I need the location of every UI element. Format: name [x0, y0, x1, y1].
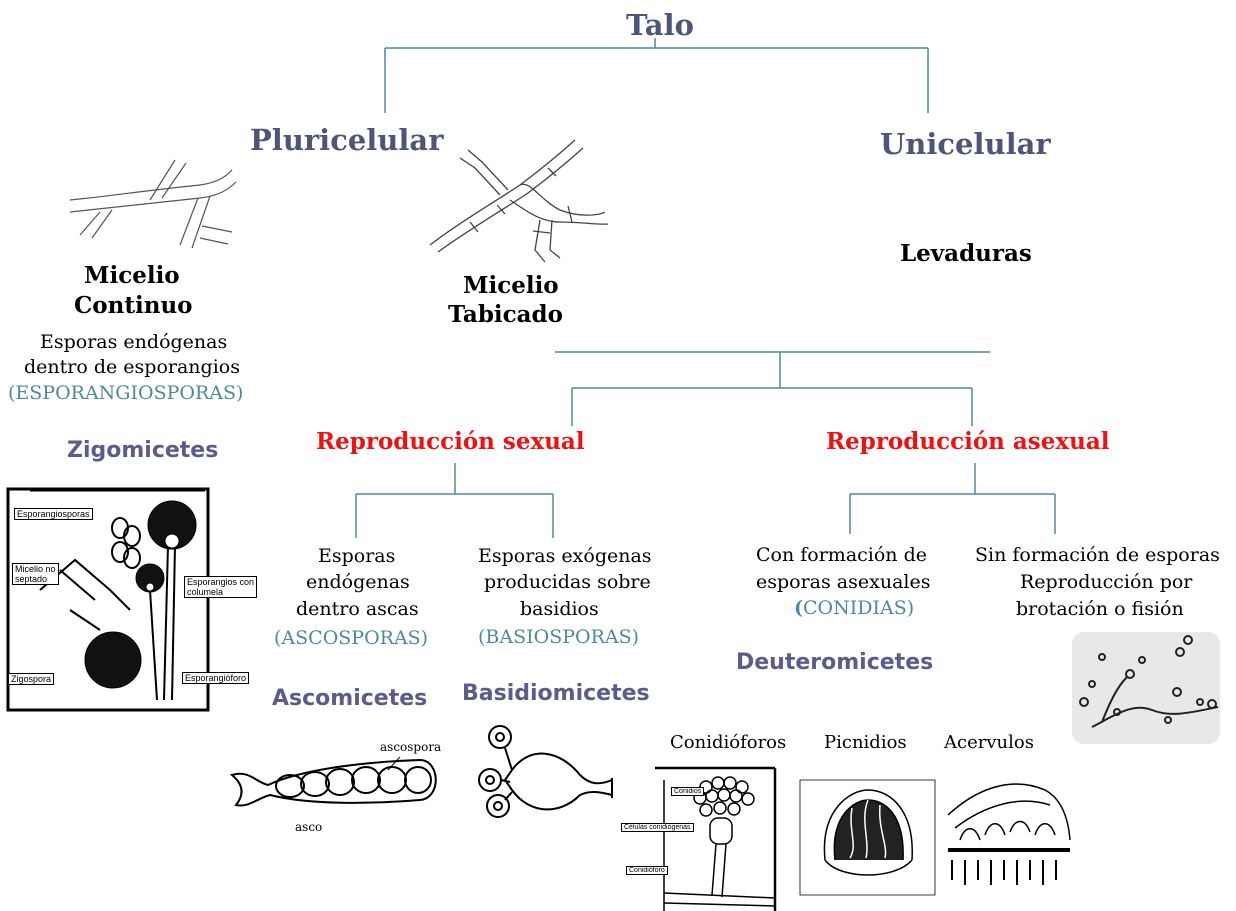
fig-label-asco: asco	[295, 820, 323, 834]
group-ascomicetes: Ascomicetes	[272, 686, 428, 711]
asco-desc-3: dentro ascas	[296, 598, 419, 620]
micelio-tabicado-drawing	[429, 139, 609, 263]
fig-label-esporangios-1: Esporangios con	[187, 577, 255, 587]
continuo-desc-1: Esporas endógenas	[40, 331, 228, 353]
continuo-spore-type: (ESPORANGIOSPORAS)	[8, 382, 244, 404]
acervulos-figure	[947, 783, 1071, 885]
fig-label-celulas: Células conidiógenas	[621, 823, 694, 832]
group-basidiomicetes: Basidiomicetes	[462, 681, 650, 706]
levaduras-photo	[1072, 632, 1220, 744]
sin-esporas-desc-2: Reproducción por	[1020, 571, 1193, 593]
title-talo: Talo	[626, 8, 694, 42]
fig-label-esporangioforo: Esporangióforo	[182, 672, 250, 684]
basidio-desc-3: basidios	[520, 598, 599, 620]
fig-label-esporangios-2: columela	[187, 587, 224, 597]
fig-label-micelio-no-septado: Micelio no septado	[12, 563, 59, 585]
continuo-desc-2: dentro de esporangios	[24, 356, 240, 378]
conidioforos-figure	[655, 766, 777, 911]
con-esporas-spore-type: (CONIDIAS)	[794, 596, 914, 621]
reproduccion-sexual-title: Reproducción sexual	[316, 428, 585, 455]
levaduras-label: Levaduras	[900, 240, 1032, 267]
tree-connectors	[355, 38, 1056, 538]
fig-label-conidios: Conidios	[671, 787, 705, 796]
group-deuteromicetes: Deuteromicetes	[736, 650, 934, 675]
fig-label-esporangios: Esporangios con columela	[184, 576, 258, 598]
label-picnidios: Picnidios	[824, 732, 907, 753]
conidias-paren: (	[794, 597, 803, 619]
basidium-drawing	[478, 725, 613, 818]
sin-esporas-desc-3: brotación o fisión	[1016, 598, 1184, 620]
basidio-spore-type: (BASIOSPORAS)	[478, 626, 640, 648]
fig-label-ascospora: ascospora	[380, 740, 442, 754]
micelio-tabicado-title-1: Micelio	[463, 272, 559, 299]
label-acervulos: Acervulos	[944, 732, 1034, 753]
sin-esporas-desc-1: Sin formación de esporas	[975, 544, 1220, 566]
fig-label-micelio-1: Micelio no	[15, 564, 56, 574]
group-zigomicetes: Zigomicetes	[67, 438, 219, 463]
con-esporas-desc-1: Con formación de	[756, 544, 927, 566]
fig-label-zigospora: Zigospora	[8, 673, 55, 685]
micelio-continuo-title-1: Micelio	[84, 262, 180, 289]
reproduccion-asexual-title: Reproducción asexual	[826, 428, 1110, 455]
fig-label-micelio-2: septado	[15, 574, 48, 584]
fig-label-conidioforo: Conidióforo	[626, 866, 668, 875]
label-conidioforos: Conidióforos	[670, 732, 787, 753]
con-esporas-desc-2: esporas asexuales	[756, 571, 931, 593]
asco-desc-1: Esporas	[318, 545, 396, 567]
micelio-tabicado-title-2: Tabicado	[448, 301, 563, 328]
basidio-desc-1: Esporas exógenas	[478, 545, 652, 567]
micelio-continuo-drawing	[69, 159, 237, 249]
picnidios-figure	[799, 779, 936, 896]
fig-label-esporangiosporas: Esporangiosporas	[14, 508, 93, 520]
asco-spore-type: (ASCOSPORAS)	[274, 627, 429, 649]
asco-desc-2: endógenas	[306, 571, 410, 593]
zigomicetes-figure	[6, 487, 210, 712]
branch-pluricelular: Pluricelular	[250, 123, 444, 157]
micelio-continuo-title-2: Continuo	[74, 292, 193, 319]
conidias-label: CONIDIAS)	[803, 597, 915, 619]
branch-unicelular: Unicelular	[880, 127, 1051, 161]
ascus-drawing	[229, 756, 437, 807]
basidio-desc-2: producidas sobre	[484, 571, 651, 593]
